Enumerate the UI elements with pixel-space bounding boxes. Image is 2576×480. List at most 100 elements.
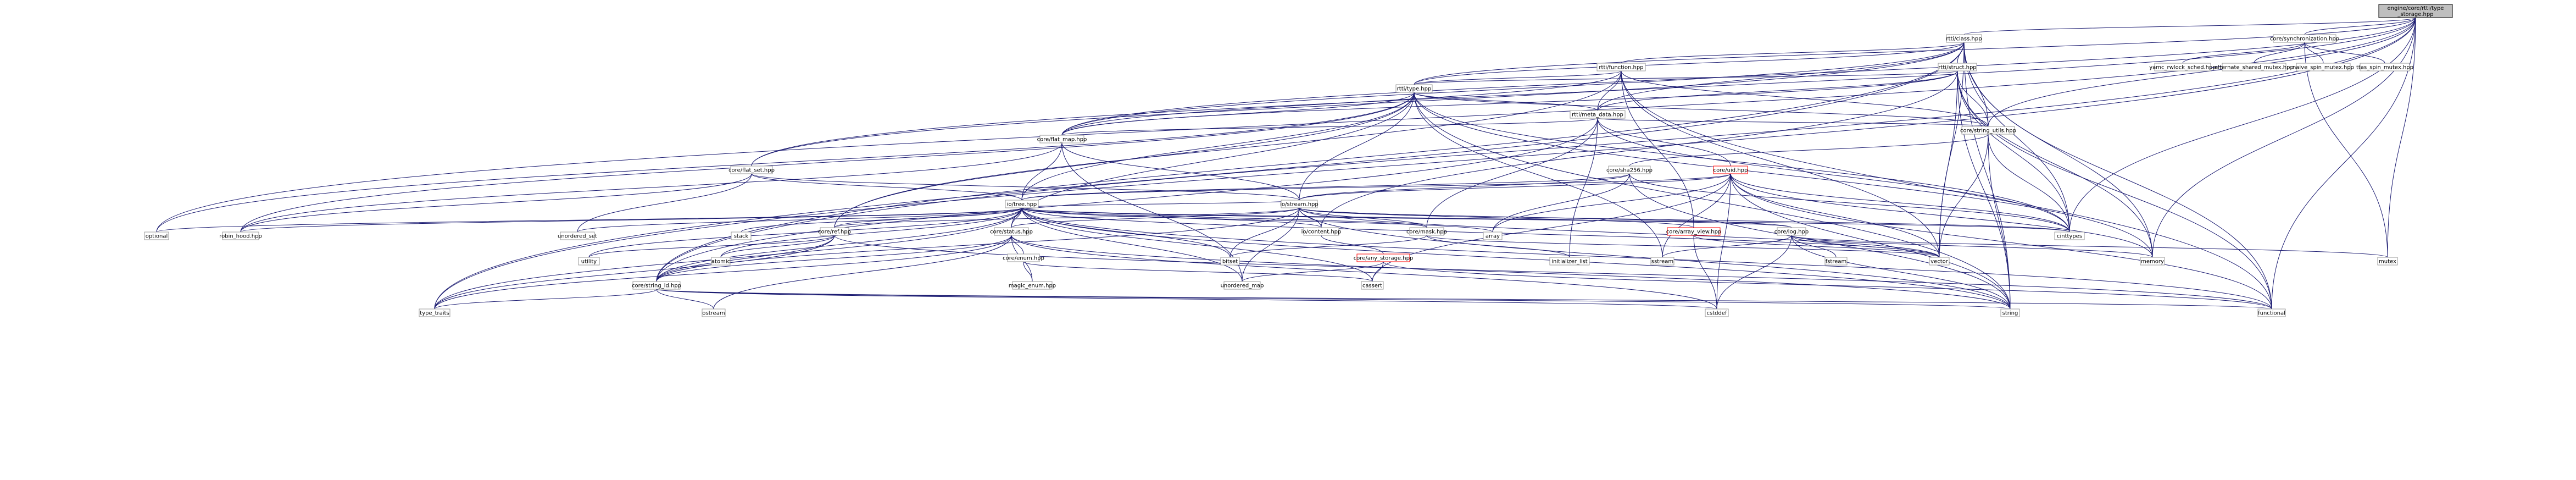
- node-mutex[interactable]: mutex: [2377, 257, 2398, 266]
- node-meta[interactable]: rtti/meta_data.hpp: [1570, 110, 1626, 119]
- edge-class-to-strid: [656, 42, 1965, 282]
- edge-root-to-class: [1963, 17, 2416, 35]
- edge-flatset-to-robin: [240, 173, 752, 233]
- node-utility[interactable]: utility: [578, 257, 600, 266]
- node-flatmap[interactable]: core/flat_map.hpp: [1037, 135, 1087, 144]
- node-naive[interactable]: naive_spin_mutex.hpp: [2293, 63, 2354, 71]
- node-class[interactable]: rtti/class.hpp: [1946, 34, 1982, 43]
- edge-root-to-mutex: [2387, 17, 2416, 258]
- node-box: [994, 227, 1029, 236]
- node-ostream[interactable]: ostream: [702, 308, 726, 317]
- node-ttas[interactable]: ttas_spin_mutex.hpp: [2356, 63, 2413, 71]
- node-iocontent[interactable]: io/content.hpp: [1301, 227, 1342, 236]
- node-optional[interactable]: optional: [144, 231, 169, 240]
- node-anystor[interactable]: core/any_storage.hpp: [1354, 253, 1414, 262]
- node-functional[interactable]: functional: [2257, 308, 2286, 317]
- edge-strutils-to-sha: [1629, 134, 1989, 167]
- node-strutils[interactable]: core/string_utils.hpp: [1960, 126, 2016, 135]
- edge-struct-to-strutils: [1957, 70, 1989, 127]
- node-box: [1220, 257, 1240, 266]
- node-uid[interactable]: core/uid.hpp: [1713, 165, 1748, 174]
- node-initlist[interactable]: initializer_list: [1549, 257, 1590, 266]
- edge-root-to-optional: [156, 17, 2416, 233]
- node-func[interactable]: rtti/function.hpp: [1596, 63, 1646, 71]
- node-arrview[interactable]: core/array_view.hpp: [1666, 227, 1722, 236]
- node-robin[interactable]: robin_hood.hpp: [219, 231, 262, 240]
- node-iostream[interactable]: io/stream.hpp: [1280, 200, 1318, 208]
- node-box: [1303, 227, 1339, 236]
- node-atomic[interactable]: atomic: [711, 257, 731, 266]
- node-root[interactable]: engine/core/rtti/type_storage.hpp: [2378, 4, 2453, 18]
- node-array[interactable]: array: [1483, 231, 1503, 240]
- node-label: rtti/function.hpp: [1599, 65, 1643, 71]
- edge-strid-to-typetraits: [434, 289, 657, 310]
- edge-iotree-to-cassert: [1021, 207, 1373, 282]
- node-memory[interactable]: memory: [2140, 257, 2165, 266]
- node-box: [2296, 63, 2351, 71]
- edge-func-to-strutils: [1621, 70, 1989, 127]
- edge-flatset-to-iotree: [751, 173, 1022, 201]
- edge-status-to-string: [1011, 235, 2011, 310]
- node-strid[interactable]: core/string_id.hpp: [632, 281, 681, 290]
- edge-func-to-ref: [834, 70, 1622, 228]
- edge-layer: [156, 17, 2416, 310]
- node-status[interactable]: core/status.hpp: [990, 227, 1033, 236]
- node-label: fstream: [1826, 259, 1847, 265]
- node-flatset[interactable]: core/flat_set.hpp: [728, 165, 775, 174]
- node-string[interactable]: string: [2000, 308, 2020, 317]
- node-sha[interactable]: core/sha256.hpp: [1606, 165, 1653, 174]
- node-label: magic_enum.hpp: [1009, 283, 1056, 289]
- node-yamc[interactable]: yamc_rwlock_sched.hpp: [2149, 63, 2216, 71]
- node-log[interactable]: core/log.hpp: [1774, 227, 1809, 236]
- node-bitset[interactable]: bitset: [1220, 257, 1240, 266]
- node-iotree[interactable]: io/tree.hpp: [1005, 200, 1039, 208]
- node-label: ttas_spin_mutex.hpp: [2356, 65, 2413, 71]
- edge-strid-to-cstddef: [656, 289, 1717, 310]
- node-label: core/status.hpp: [990, 229, 1033, 235]
- node-box: [731, 231, 752, 240]
- node-enum[interactable]: core/enum.hpp: [1003, 253, 1044, 262]
- node-unset[interactable]: unordered_set: [558, 231, 597, 240]
- edge-enum-to-magic: [1023, 261, 1033, 282]
- edge-struct-to-type: [1414, 70, 1958, 85]
- edge-strid-to-ostream: [656, 289, 714, 310]
- node-label: io/tree.hpp: [1007, 202, 1037, 208]
- node-label: rtti/class.hpp: [1946, 36, 1982, 42]
- node-typetraits[interactable]: type_traits: [419, 308, 450, 317]
- edge-status-to-cstddef: [1011, 235, 1717, 310]
- node-altshared[interactable]: alternate_shared_mutex.hpp: [2215, 63, 2294, 71]
- edge-class-to-func: [1621, 42, 1965, 64]
- node-mask[interactable]: core/mask.hpp: [1406, 227, 1447, 236]
- node-fstream[interactable]: fstream: [1824, 257, 1848, 266]
- node-sstream[interactable]: sstream: [1650, 257, 1674, 266]
- node-label: core/sha256.hpp: [1606, 168, 1653, 174]
- node-cinttypes[interactable]: cinttypes: [2054, 231, 2085, 240]
- node-stack[interactable]: stack: [731, 231, 752, 240]
- node-magic[interactable]: magic_enum.hpp: [1009, 281, 1056, 290]
- node-vector[interactable]: vector: [1929, 257, 1950, 266]
- edge-ref-to-functional: [834, 235, 2272, 310]
- node-box: [222, 231, 259, 240]
- node-label: initializer_list: [1551, 259, 1588, 265]
- edge-class-to-flatset: [751, 42, 1965, 167]
- node-label: vector: [1930, 259, 1949, 265]
- node-unmap[interactable]: unordered_map: [1221, 281, 1264, 290]
- node-label: mutex: [2379, 259, 2396, 265]
- node-type[interactable]: rtti/type.hpp: [1395, 84, 1433, 93]
- edge-struct-to-functional: [1957, 70, 2272, 310]
- node-ref[interactable]: core/ref.hpp: [818, 227, 851, 236]
- node-struct[interactable]: rtti/struct.hpp: [1938, 63, 1977, 71]
- node-cstddef[interactable]: cstddef: [1705, 308, 1729, 317]
- node-box: [1961, 126, 2015, 135]
- edge-func-to-flatmap: [1061, 70, 1622, 136]
- edge-iostream-to-strid: [656, 207, 1300, 282]
- edge-meta-to-flatmap: [1061, 118, 1598, 136]
- node-label: memory: [2141, 259, 2164, 265]
- node-cassert[interactable]: cassert: [1361, 281, 1384, 290]
- node-box: [2377, 257, 2398, 266]
- edge-func-to-type: [1414, 70, 1622, 85]
- edge-flatmap-to-unmap: [1061, 142, 1243, 282]
- edge-func-to-meta: [1597, 70, 1622, 111]
- edge-class-to-memory: [1963, 42, 2153, 258]
- node-sync[interactable]: core/synchronization.hpp: [2270, 34, 2339, 43]
